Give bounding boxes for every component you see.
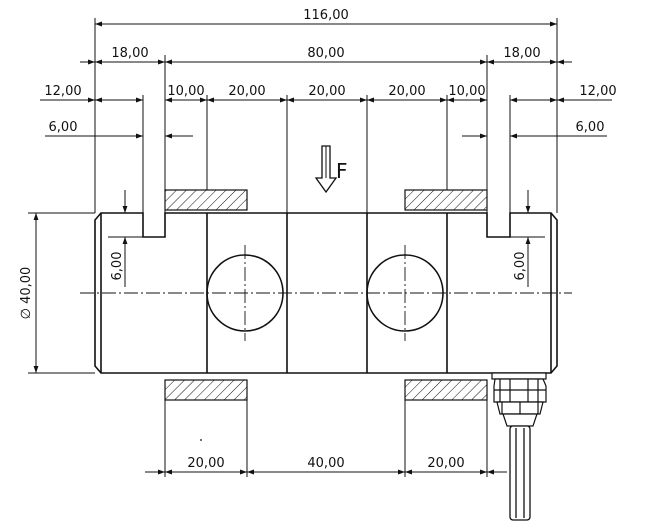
dim-right-12: 12,00 <box>579 84 616 99</box>
center-lines <box>80 245 572 341</box>
dim-right-groove: 6,00 <box>513 252 528 281</box>
support-top-right <box>404 189 488 211</box>
support-bottom-left <box>164 379 248 401</box>
support-top-left <box>164 189 248 211</box>
dim-support-left: 20,00 <box>187 456 224 471</box>
dim-middle-span: 80,00 <box>307 46 344 61</box>
dim-seg-20-c: 20,00 <box>388 84 425 99</box>
support-bottom-right <box>404 379 488 401</box>
dim-support-right: 20,00 <box>427 456 464 471</box>
dim-diameter: ∅ 40,00 <box>19 267 34 320</box>
dim-support-middle: 40,00 <box>307 456 344 471</box>
dimension-labels: 116,00 18,00 80,00 18,00 12,00 10,00 20,… <box>19 8 617 471</box>
dim-seg-20-b: 20,00 <box>308 84 345 99</box>
dim-right-6: 6,00 <box>576 120 605 135</box>
dimension-lines <box>33 21 612 475</box>
dim-seg-20-a: 20,00 <box>228 84 265 99</box>
dim-left-10: 10,00 <box>167 84 204 99</box>
dim-left-groove: 6,00 <box>110 252 125 281</box>
dim-left-12: 12,00 <box>44 84 81 99</box>
dim-overall-length: 116,00 <box>303 8 349 23</box>
dim-right-10: 10,00 <box>448 84 485 99</box>
cable-gland <box>491 372 547 427</box>
support-blocks <box>164 189 488 401</box>
dim-left-end: 18,00 <box>111 46 148 61</box>
dim-left-6: 6,00 <box>49 120 78 135</box>
cable <box>509 425 531 521</box>
dim-right-end: 18,00 <box>503 46 540 61</box>
force-arrow-icon: F <box>314 145 348 194</box>
force-label: F <box>336 159 348 183</box>
